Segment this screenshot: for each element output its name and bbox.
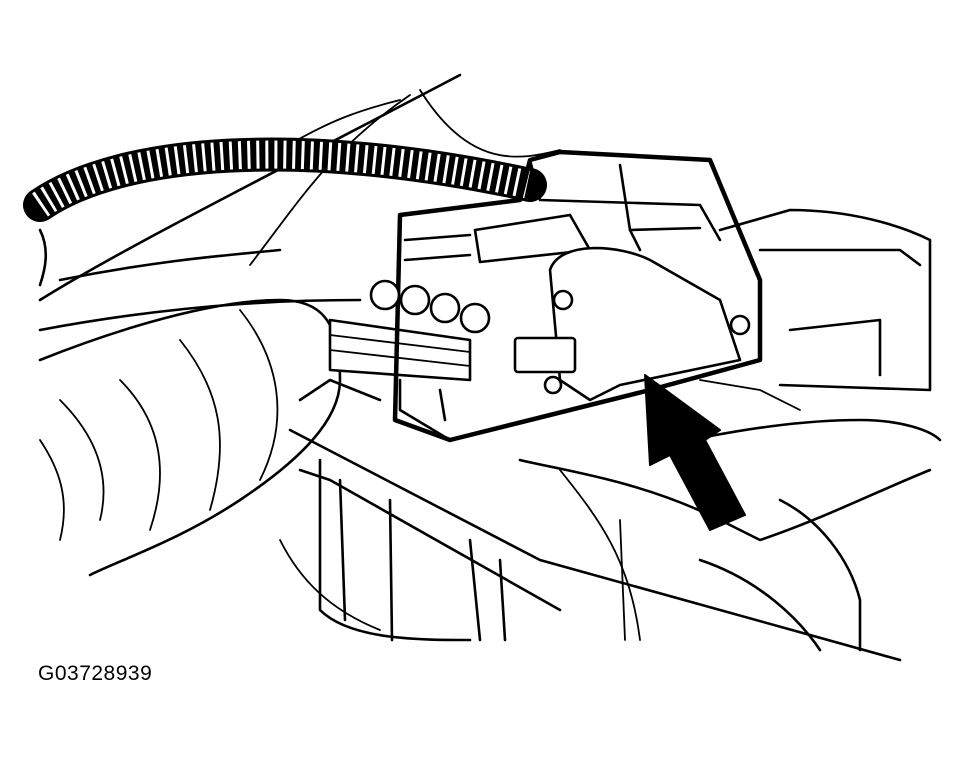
mount-hole (729, 314, 751, 336)
wire-seal (459, 302, 491, 334)
lock-hole (543, 375, 563, 395)
wire-seal (369, 279, 401, 311)
latch-hole (552, 289, 574, 311)
wire-seal (429, 292, 461, 324)
figure-id-label: G03728939 (38, 662, 153, 685)
terminal-window (513, 336, 577, 374)
corrugated-conduit (23, 137, 547, 287)
lower-housing (279, 378, 942, 662)
wires (328, 318, 472, 382)
indicator-arrow (644, 374, 746, 531)
electrical-connector (369, 149, 763, 443)
housing-tray (699, 208, 932, 411)
foam-wrap (38, 298, 342, 577)
arrow-icon (644, 374, 746, 531)
wire-seal (399, 284, 431, 316)
